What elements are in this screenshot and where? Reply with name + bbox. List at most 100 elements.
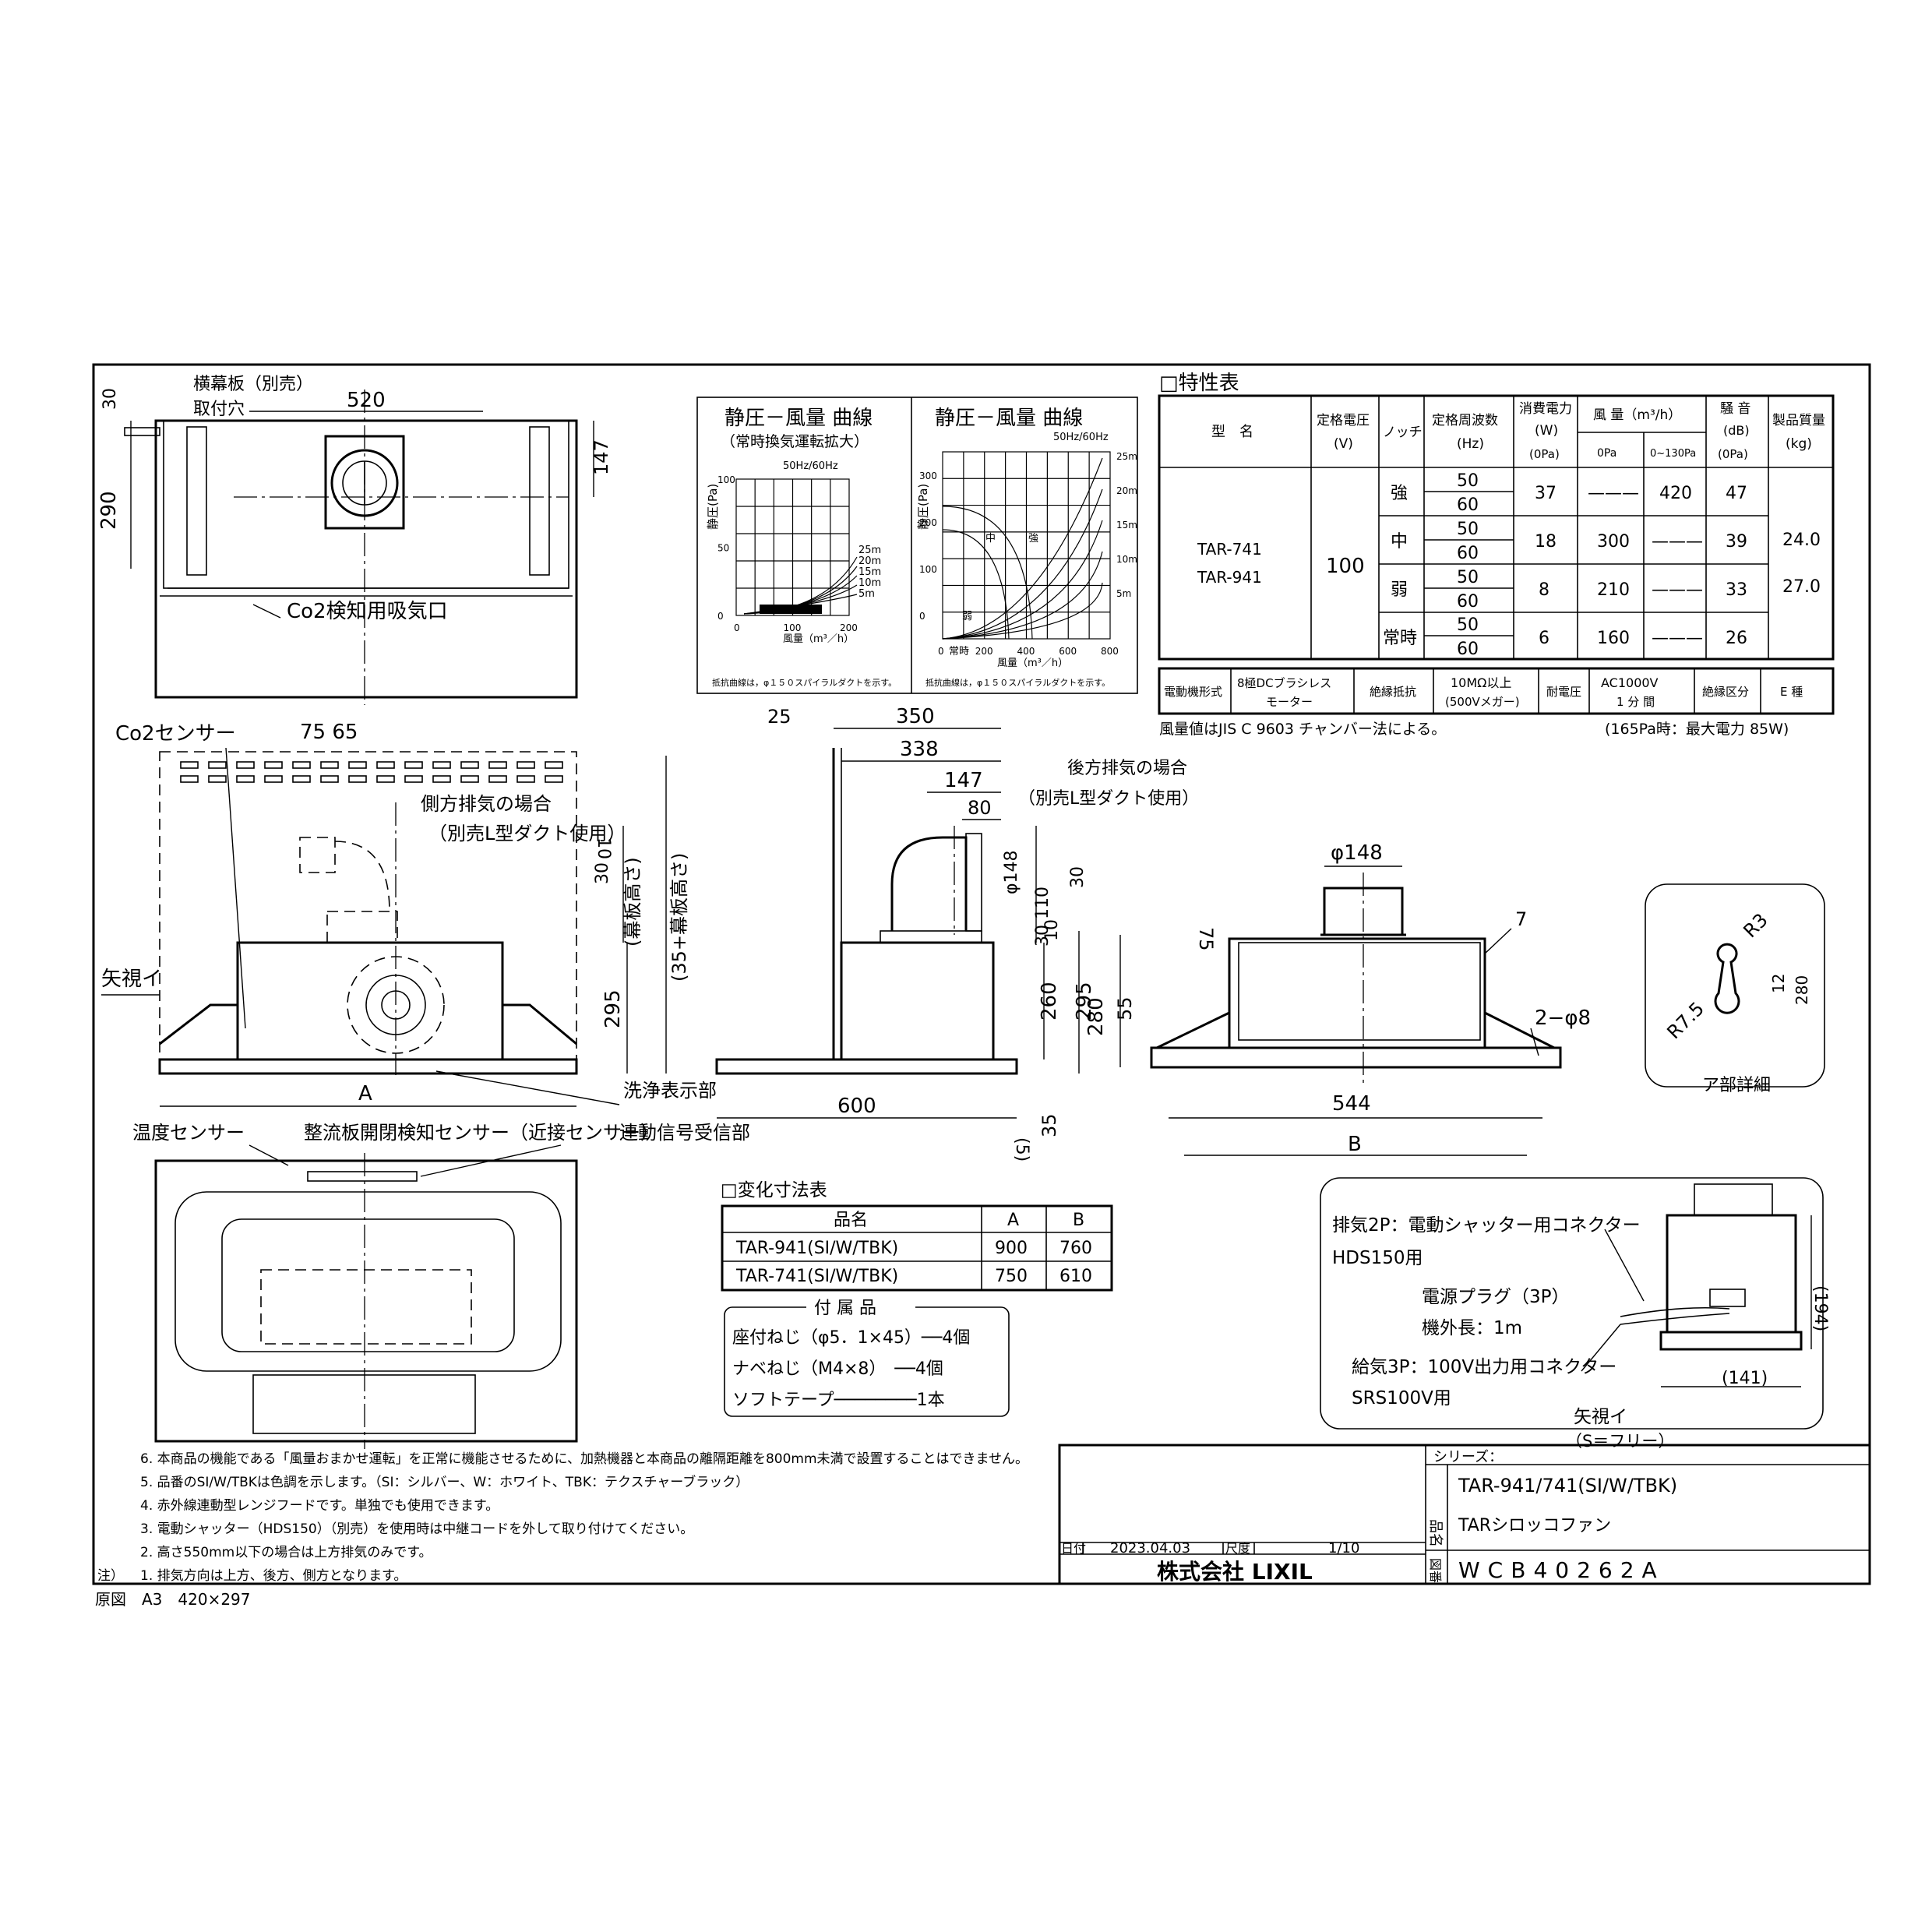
dim-25: 25 [767,706,791,728]
chart2-resistance-curve [942,551,1103,640]
tb-dwg-label: 図番 [1428,1558,1443,1583]
svg-text:———: ——— [1652,532,1703,552]
dim-75: 75 [1195,927,1217,951]
dim-A: A [358,1082,372,1105]
co2-sensor-label: Co2センサー [115,722,236,746]
chart1-curve-label: 5m [858,588,875,600]
tb-company: 株式会社 LIXIL [1157,1559,1313,1585]
wire-l3: 電源プラグ（3P） [1422,1287,1570,1307]
note-1: 1. 排気方向は上方、後方、側方となります。 [140,1568,407,1584]
makuita35-label: (35+幕板高さ) [668,853,690,982]
chart2-mode-label: 中 [985,533,996,545]
wiring-view: 排気2P：電動シャッター用コネクター HDS150用 電源プラグ（3P） 機外長… [1320,1177,1830,1451]
svg-text:50: 50 [1457,520,1479,539]
chart2-curve-label: 5m [1116,588,1131,599]
note-2: 2. 高さ550mm以下の場合は上方排気のみです。 [140,1545,432,1560]
chart2-fan-curve-chu [942,529,1010,640]
seiryu-sensor-label: 整流板開閉検知センサー（近接センサー） [304,1122,659,1144]
chart2-fan-curve-kyo [942,506,1033,640]
chart1-ytick: 100 [717,474,735,485]
dim-10b: 10 [1042,919,1062,941]
chart2-curve-label: 10m [1116,554,1137,565]
chart2-resistance-curve [942,457,1103,640]
detail-a-label: ア部詳細 [1702,1076,1771,1095]
bottom-view: 温度センサー 整流板開閉検知センサー（近接センサー） 連動信号受信部 [132,1122,750,1449]
wire-l5: 給気3P：100V出力用コネクター [1352,1357,1616,1377]
wire-l2: HDS150用 [1332,1248,1423,1268]
dim-30: 30 [100,388,120,410]
r3-label: R3 [1739,909,1772,942]
dim-5: (5) [1012,1137,1031,1162]
tb-name-label: 品名 [1427,1519,1444,1547]
svg-text:37: 37 [1535,484,1557,503]
dim-600: 600 [837,1095,876,1118]
dimtable-title: □変化寸法表 [721,1180,827,1200]
svg-text:420: 420 [1659,484,1692,503]
withstand-label: 耐電圧 [1546,685,1581,699]
dimtable-r2-b: 610 [1059,1267,1092,1286]
chart2-xtick: 200 [975,646,993,657]
louver-slots [180,761,563,783]
detail-a: R3 R7.5 12 280 ア部詳細 [1645,883,1825,1095]
tb-name-1: TAR-941/741(SI/W/TBK) [1458,1475,1677,1497]
chart1-curve-label: 25m [858,545,881,556]
front-view: Co2センサー 75 65 側方排気の場合 （別売L型ダクト使用） 10 30 … [101,721,717,1107]
chart1-note: 抵抗曲線は，φ１５０スパイラルダクトを示す。 [712,677,897,688]
chart2-resistance-curve [942,582,1103,640]
wire-d141: (141) [1722,1369,1768,1388]
accessories-title: 付 属 品 [814,1299,876,1318]
chart2-title: 静圧－風量 曲線 [935,407,1083,430]
accessory-1: 座付ねじ（φ5．1×45）──4個 [732,1328,970,1348]
chart1-ylabel: 静圧(Pa) [706,484,720,530]
tb-series-label: シリーズ： [1433,1449,1503,1465]
dim-290: 290 [97,491,121,530]
dimension-table: □変化寸法表 品名 A B TAR-941(SI/W/TBK) 900 760 … [721,1180,1113,1292]
chart2-curve-label: 20m [1116,485,1137,496]
hdr-power: 消費電力 [1519,401,1572,417]
hdr-air130: 0~130Pa [1650,448,1696,460]
chart2-note: 抵抗曲線は，φ１５０スパイラルダクトを示す。 [925,677,1110,688]
dim-55: 55 [1114,996,1136,1021]
svg-text:弱: 弱 [1391,580,1408,600]
svg-text:18: 18 [1535,532,1557,552]
dim-147b: 147 [944,769,983,792]
motor-value-1: 8極DCブラシレス [1237,676,1331,690]
svg-text:中: 中 [1391,532,1408,552]
chart1-xlabel: 風量（m³／h） [783,633,854,645]
svg-text:39: 39 [1726,532,1747,552]
hdr-mass-u: (kg) [1786,436,1812,452]
notes-prefix: 注） [97,1568,124,1584]
accessories-box: 付 属 品 座付ねじ（φ5．1×45）──4個 ナベねじ（M4×8） ──4個 … [724,1296,1010,1417]
chart2-ytick: 0 [919,611,925,622]
dimtable-h-b: B [1073,1211,1084,1230]
svg-text:8: 8 [1539,580,1549,600]
wire-d194: (194) [1810,1285,1830,1331]
svg-text:60: 60 [1457,592,1479,612]
wire-l1: 排気2P：電動シャッター用コネクター [1332,1215,1641,1236]
dim-338: 338 [900,738,939,761]
rendou-label: 連動信号受信部 [619,1122,750,1144]
chart1-subtitle: （常時換気運転拡大） [721,433,869,450]
dimtable-r2-a: 750 [995,1267,1028,1286]
phi148-top: φ148 [1331,841,1383,865]
hdr-power-u: (W) [1535,423,1558,439]
dimtable-r1-b: 760 [1059,1239,1092,1258]
chart2-resistance-curve [942,520,1103,640]
chart2-ytick: 300 [919,471,937,481]
chart2-curve-label: 15m [1116,520,1137,531]
chart1-ytick: 0 [717,611,724,622]
accessory-2: ナベねじ（M4×8） ──4個 [732,1359,943,1379]
hdr-air: 風 量（m³/h） [1593,407,1681,423]
svg-text:60: 60 [1457,544,1479,563]
dimtable-h-a: A [1007,1211,1019,1230]
svg-text:210: 210 [1597,580,1630,600]
makuita-label: (幕板高さ) [622,857,643,947]
chart2-mode-label: 常時 [949,646,969,658]
tb-dwg: WCB40262A [1458,1557,1665,1583]
dimtable-r2-name: TAR-741(SI/W/TBK) [735,1267,898,1286]
wire-l4: 機外長：1m [1422,1318,1522,1338]
rear-view: φ148 75 280 55 7 2−φ8 544 B [1084,841,1591,1156]
chart2-mode-label: 強 [1028,533,1038,545]
